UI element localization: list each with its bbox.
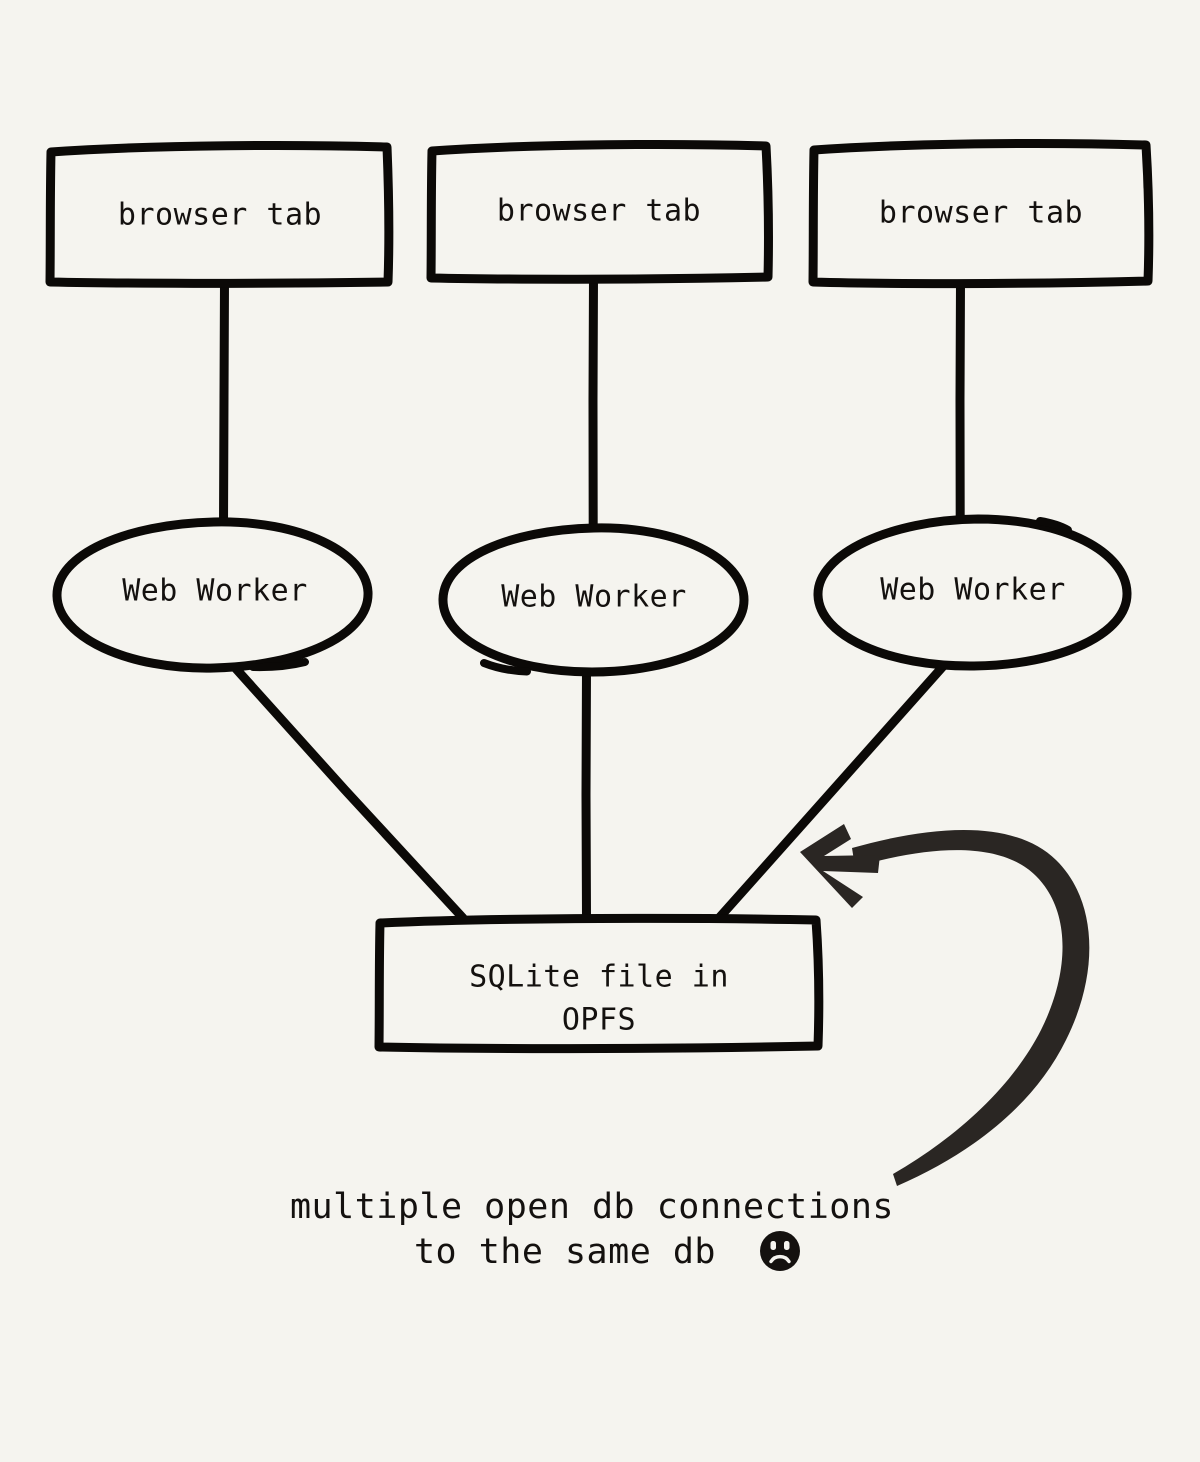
web-worker-3-sketch-overshoot	[1036, 517, 1072, 534]
browser-tab-1[interactable]: browser tab	[45, 141, 394, 288]
browser-tab-3[interactable]: browser tab	[808, 139, 1154, 289]
browser-tab-2-fill	[431, 145, 768, 279]
annotation-caption-line-1: multiple open db connections	[290, 1187, 894, 1227]
web-worker-2-label: Web Worker	[501, 580, 687, 615]
web-worker-1-outline	[52, 517, 373, 673]
browser-tab-3-fill	[813, 144, 1148, 283]
web-worker-3[interactable]: Web Worker	[813, 514, 1132, 671]
connector-tab-3-to-worker-3	[955, 277, 965, 525]
browser-tab-3-label: browser tab	[879, 196, 1083, 231]
annotation-caption-line-2: to the same db	[414, 1232, 716, 1272]
web-worker-3-fill	[817, 518, 1127, 666]
connector-tab-2-to-worker-2	[588, 272, 598, 535]
browser-tab-1-outline	[45, 141, 394, 288]
web-worker-2-outline	[438, 523, 749, 677]
frowning-face-emoji	[760, 1231, 800, 1271]
browser-tab-2[interactable]: browser tab	[426, 140, 773, 284]
sqlite-store-fill	[379, 919, 818, 1048]
sqlite-store-label-line-2: OPFS	[562, 1003, 636, 1038]
web-worker-3-label: Web Worker	[880, 573, 1066, 608]
connector-worker-3-to-store	[714, 658, 951, 923]
web-worker-1-sketch-overshoot	[249, 658, 309, 672]
browser-tab-1-fill	[50, 146, 389, 283]
annotation-arrow-head	[800, 824, 880, 908]
sqlite-store-node[interactable]: SQLite file in OPFS	[374, 913, 824, 1054]
connector-worker-1-to-store	[224, 656, 468, 923]
browser-tab-3-outline	[808, 139, 1154, 289]
annotation-arrow	[800, 824, 1090, 1186]
connector-tab-1-to-worker-1	[219, 276, 229, 532]
browser-tab-2-outline	[426, 140, 773, 284]
browser-tab-1-label: browser tab	[118, 198, 322, 233]
connector-worker-2-to-store	[581, 663, 591, 924]
web-worker-2[interactable]: Web Worker	[438, 523, 749, 677]
annotation-caption: multiple open db connections to the same…	[290, 1187, 894, 1272]
sqlite-store-outline	[374, 913, 824, 1054]
web-worker-2-fill	[442, 528, 744, 672]
annotation-arrow-curve	[852, 829, 1090, 1186]
web-worker-3-outline	[813, 514, 1132, 671]
browser-tab-2-label: browser tab	[497, 194, 701, 229]
web-worker-1[interactable]: Web Worker	[52, 517, 373, 673]
web-worker-1-fill	[57, 522, 369, 668]
sqlite-store-label-line-1: SQLite file in	[469, 960, 729, 995]
web-worker-2-sketch-overshoot	[480, 659, 531, 676]
connector-group	[219, 272, 965, 924]
web-worker-1-label: Web Worker	[122, 574, 308, 609]
